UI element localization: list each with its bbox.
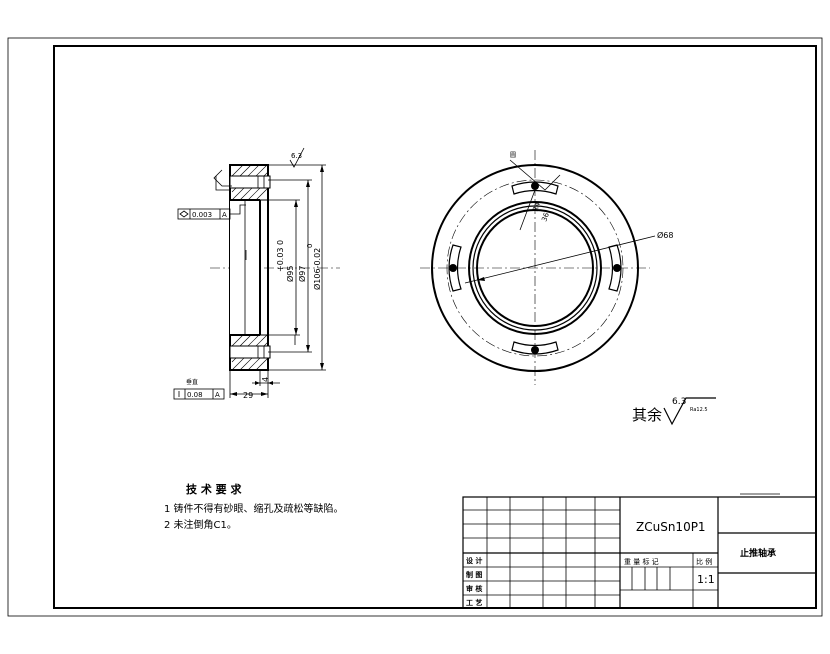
- notes-title: 技 术 要 求: [186, 482, 242, 496]
- dim-4: 4: [261, 377, 270, 382]
- slot-bottom: [511, 341, 559, 355]
- dim-top-label: 圆: [510, 152, 516, 159]
- perpendicular-datum: A: [215, 391, 220, 399]
- material-label: ZCuSn10P1: [636, 520, 706, 534]
- dim-36: 36: [540, 211, 551, 223]
- surface-tail: Ra12.5: [690, 407, 708, 413]
- scale-value: 1:1: [697, 573, 715, 586]
- flatness-datum: A: [222, 211, 227, 219]
- row-process: 工 艺: [466, 598, 482, 607]
- flatness-value: 0.003: [192, 211, 212, 219]
- dim-68: Ø68: [657, 230, 673, 240]
- dim-106: Ø106-0.02: [312, 248, 322, 290]
- top-roughness: 6.3: [291, 152, 302, 160]
- part-name: 止推轴承: [740, 547, 776, 559]
- notes-line-1: 1 铸件不得有砂眼、缩孔及疏松等缺陷。: [164, 502, 344, 515]
- perpendicular-value: 0.08: [187, 391, 203, 399]
- row-design: 设 计: [466, 556, 482, 565]
- technical-notes: 技 术 要 求 1 铸件不得有砂眼、缩孔及疏松等缺陷。 2 未注倒角C1。: [164, 482, 344, 531]
- surface-finish-symbol: 其余 6.3 Ra12.5: [632, 397, 716, 426]
- outer-frame: [7, 37, 823, 617]
- dim-r4: R4: [531, 201, 542, 213]
- flatness-callout: 0.003 A: [177, 204, 246, 220]
- dim-95: Ø95: [285, 266, 295, 282]
- surface-label: 其余: [632, 406, 662, 424]
- dim-106-sup: 0: [306, 244, 314, 248]
- scale-label: 比 例: [696, 557, 712, 566]
- weight-label: 重 量 标 记: [624, 557, 659, 566]
- slot-left: [448, 244, 462, 292]
- perpendicularity-callout: 垂直 0.08 A: [173, 378, 225, 400]
- row-draw: 制 图: [466, 570, 482, 579]
- front-view: 圆 R4 36 Ø68: [420, 150, 673, 385]
- dim-tolerance: +0.03 0: [276, 240, 285, 272]
- perpendicular-label: 垂直: [186, 378, 198, 386]
- section-view: 0.003 A 垂直 0.08 A +0.03 0 Ø95: [173, 147, 340, 400]
- slot-top: [511, 181, 559, 195]
- title-block: ZCuSn10P1 止推轴承 重 量 标 记 比 例 1:1 设 计 制 图 审…: [462, 493, 817, 609]
- inner-frame: [53, 45, 817, 609]
- surface-roughness: 6.3: [672, 397, 686, 407]
- dim-97: Ø97: [297, 266, 307, 282]
- slot-right: [608, 244, 622, 292]
- notes-line-2: 2 未注倒角C1。: [164, 518, 237, 531]
- row-check: 审 核: [466, 584, 482, 593]
- dim-29: 29: [243, 391, 253, 400]
